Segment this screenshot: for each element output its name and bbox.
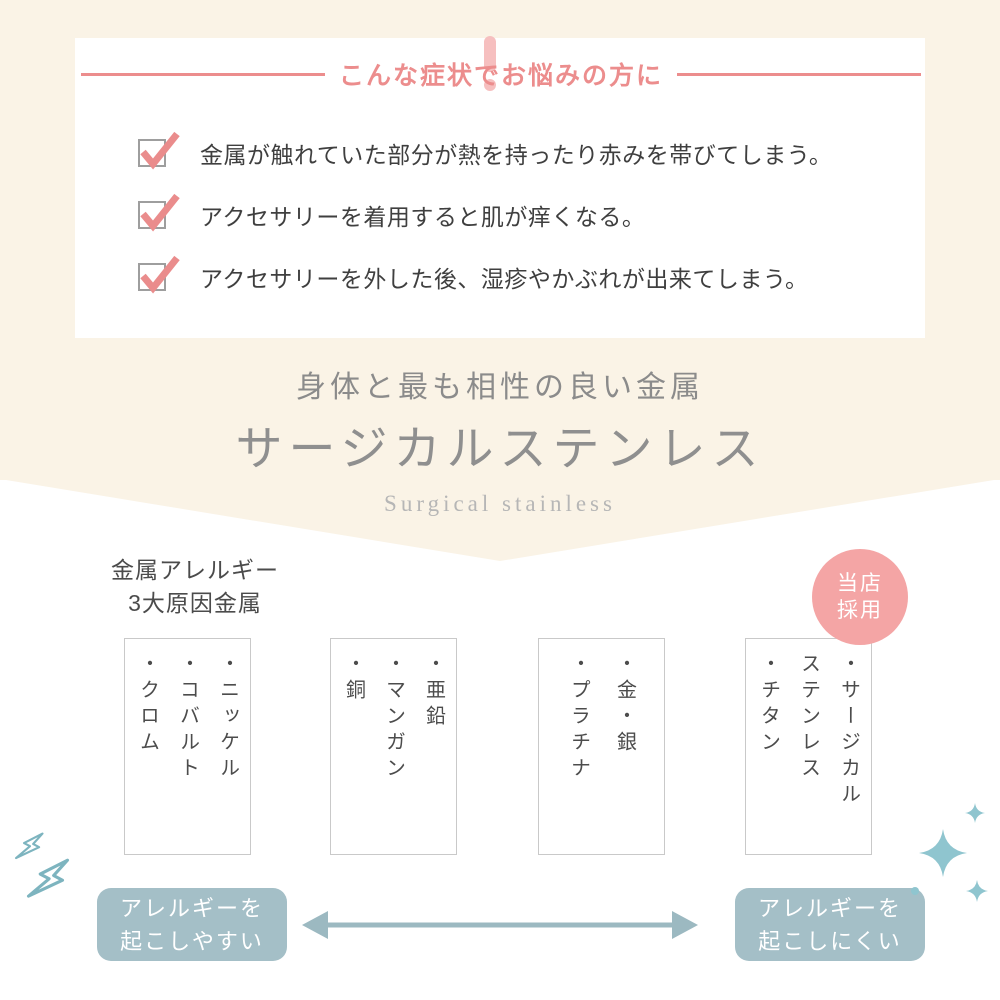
allergy-resistant-line2: 起こしにくい (758, 928, 902, 954)
exclamation-dot (484, 79, 496, 91)
metal-item: ・コバルト (176, 653, 199, 783)
lightning-icon (14, 832, 70, 898)
heading-line-right (677, 72, 922, 76)
metal-box-3: ・金・銀 ・プラチナ (538, 638, 665, 855)
exclamation-icon (484, 36, 496, 91)
allergy-cause-line1: 金属アレルギー (111, 557, 279, 583)
shop-adopted-badge: 当店 採用 (812, 549, 908, 645)
exclamation-bar (484, 36, 496, 72)
heading-line-left (81, 72, 325, 76)
double-arrow-icon (302, 911, 698, 939)
metal-item: ・チタン (757, 653, 780, 757)
allergy-resistant-pill: アレルギーを 起こしにくい (735, 888, 925, 961)
metal-item: ・プラチナ (567, 653, 590, 783)
checklist: 金属が触れていた部分が熱を持ったり赤みを帯びてしまう。 アクセサリーを着用すると… (138, 131, 833, 324)
checkbox-checked-icon (138, 131, 180, 170)
allergy-resistant-line1: アレルギーを (757, 895, 902, 921)
section-heading: こんな症状でお悩みの方に (339, 62, 664, 90)
sparkle-icon (911, 803, 988, 902)
allergy-prone-line2: 起こしやすい (120, 928, 264, 954)
symptom-row: 金属が触れていた部分が熱を持ったり赤みを帯びてしまう。 (138, 131, 833, 170)
metal-item: ・サージカル (837, 653, 860, 809)
checkbox-checked-icon (138, 193, 180, 232)
metal-item: ・銅 (342, 653, 365, 705)
metal-box-4: ・サージカル ステンレス ・チタン (745, 638, 872, 855)
symptom-row: アクセサリーを着用すると肌が痒くなる。 (138, 193, 832, 232)
metal-item: ・クロム (136, 653, 159, 757)
symptom-row: アクセサリーを外した後、湿疹やかぶれが出来てしまう。 (138, 255, 832, 294)
checkbox-checked-icon (138, 255, 180, 294)
hero-subtitle: 身体と最も相性の良い金属 (296, 371, 704, 404)
metal-item: ステンレス (797, 653, 820, 783)
chevron-decoration (0, 479, 1000, 561)
metal-item: ・亜鉛 (422, 653, 445, 731)
symptoms-panel: こんな症状でお悩みの方に 金属が触れていた部分が熱を持ったり赤みを帯びてしまう。… (75, 36, 925, 338)
metal-box-2: ・亜鉛 ・マンガン ・銅 (330, 638, 457, 855)
metal-item: ・マンガン (382, 653, 405, 783)
metal-item: ・金・銀 (613, 653, 636, 757)
symptom-text: アクセサリーを外した後、湿疹やかぶれが出来てしまう。 (200, 266, 809, 292)
symptom-text: 金属が触れていた部分が熱を持ったり赤みを帯びてしまう。 (200, 142, 833, 168)
hero-subtitle-en: Surgical stainless (384, 491, 616, 516)
badge-line1: 当店 (837, 571, 883, 595)
allergy-prone-line1: アレルギーを (119, 895, 264, 921)
allergy-prone-pill: アレルギーを 起こしやすい (97, 888, 287, 961)
hero-title: サージカルステンレス (235, 422, 765, 475)
metal-item: ・ニッケル (216, 653, 239, 783)
allergy-cause-line2: 3大原因金属 (128, 590, 262, 617)
allergy-cause-label: 金属アレルギー 3大原因金属 (90, 554, 300, 621)
section-header: こんな症状でお悩みの方に (75, 56, 925, 92)
metal-box-1: ・ニッケル ・コバルト ・クロム (124, 638, 251, 855)
symptom-text: アクセサリーを着用すると肌が痒くなる。 (200, 204, 646, 230)
badge-line2: 採用 (837, 599, 883, 622)
